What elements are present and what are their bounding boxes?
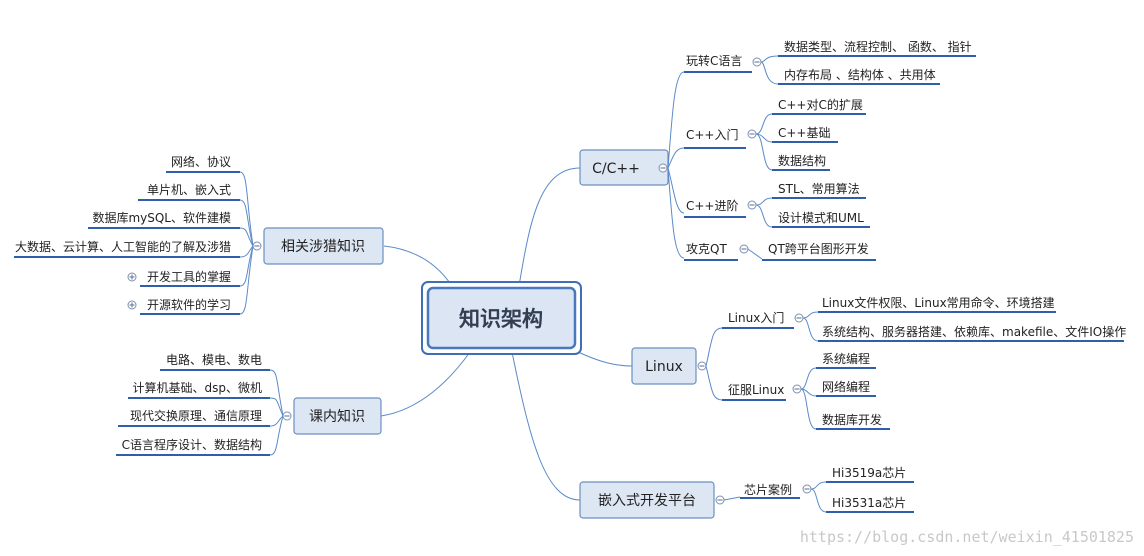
topic-item: Hi3519a芯片 [832, 466, 906, 480]
collapse-icon[interactable] [658, 163, 668, 173]
topic-qt: 攻克QT QT跨平台图形开发 [684, 241, 876, 261]
collapse-icon[interactable] [282, 411, 292, 421]
topic-item: STL、常用算法 [778, 181, 860, 196]
topic-cpp-advanced: C++进阶 STL、常用算法 设计模式和UML [684, 181, 870, 228]
branch-box[interactable] [293, 397, 382, 435]
course-item: C语言程序设计、数据结构 [122, 437, 262, 452]
expand-icon[interactable] [127, 272, 137, 282]
collapse-icon[interactable] [252, 241, 262, 251]
branch-label: 课内知识 [309, 408, 365, 425]
topic-item: 内存布局 、结构体 、共用体 [784, 67, 936, 82]
branch-linux: Linux Linux入门 Linux文件权限、Linux常用命令、环境搭建 系… [631, 295, 1126, 430]
root-connectors [380, 167, 633, 501]
topic-label: C++进阶 [686, 199, 739, 213]
branch-label: Linux [645, 359, 683, 375]
branch-label: 嵌入式开发平台 [598, 493, 696, 509]
expand-icon[interactable] [127, 300, 137, 310]
topic-label: 攻克QT [686, 242, 727, 256]
branch-box[interactable] [263, 227, 384, 265]
branch-course: 课内知识 电路、模电、数电 计算机基础、dsp、微机 现代交换原理、通信原理 C… [116, 352, 382, 456]
related-item: 网络、协议 [171, 154, 231, 169]
topic-item: Hi3531a芯片 [832, 496, 906, 510]
collapse-icon[interactable] [747, 200, 757, 210]
related-item: 开发工具的掌握 [147, 269, 231, 284]
course-item: 电路、模电、数电 [166, 352, 262, 367]
watermark: https://blog.csdn.net/weixin_41501825 [800, 528, 1134, 546]
collapse-icon[interactable] [794, 313, 804, 323]
branch-box[interactable] [579, 481, 715, 519]
topic-item: 数据结构 [778, 153, 826, 168]
root-node[interactable]: 知识架构 [421, 281, 582, 355]
topic-label: 玩转C语言 [686, 53, 742, 68]
collapse-icon[interactable] [802, 484, 812, 494]
related-item: 大数据、云计算、人工智能的了解及涉猎 [15, 239, 231, 254]
branch-label: C/C++ [592, 161, 640, 177]
related-item: 单片机、嵌入式 [147, 183, 231, 197]
course-item: 现代交换原理、通信原理 [130, 408, 262, 423]
collapse-icon[interactable] [792, 384, 802, 394]
topic-label: C++入门 [686, 127, 739, 142]
branch-related: 相关涉猎知识 网络、协议 单片机、嵌入式 数据库mySQL、软件建模 大数据、云… [14, 154, 384, 315]
topic-cpp-intro: C++入门 C++对C的扩展 C++基础 数据结构 [684, 97, 866, 171]
related-item: 开源软件的学习 [147, 297, 231, 312]
related-item: 数据库mySQL、软件建模 [92, 210, 231, 225]
topic-c-language: 玩转C语言 数据类型、流程控制、 函数、 指针 内存布局 、结构体 、共用体 [684, 39, 976, 85]
topic-item: C++基础 [778, 126, 831, 140]
collapse-icon[interactable] [752, 57, 762, 67]
topic-item: 设计模式和UML [778, 211, 864, 225]
topic-label: 芯片案例 [744, 482, 792, 497]
topic-label: 征服Linux [728, 383, 784, 397]
topic-item: 系统结构、服务器搭建、依赖库、makefile、文件IO操作 [822, 324, 1126, 339]
topic-label: Linux入门 [728, 310, 784, 325]
root-label: 知识架构 [459, 307, 543, 331]
topic-item: 网络编程 [822, 379, 870, 394]
topic-item: 数据类型、流程控制、 函数、 指针 [784, 39, 972, 54]
collapse-icon[interactable] [747, 129, 757, 139]
collapse-icon[interactable] [697, 361, 707, 371]
topic-item: 数据库开发 [822, 412, 882, 427]
topic-item: C++对C的扩展 [778, 97, 863, 112]
collapse-icon[interactable] [715, 495, 725, 505]
collapse-icon[interactable] [739, 244, 749, 254]
topic-item: 系统编程 [822, 351, 870, 366]
branch-cpp: C/C++ 玩转C语言 数据类型、流程控制、 函数、 指针 内存布局 、结构体 … [579, 39, 976, 261]
course-item: 计算机基础、dsp、微机 [133, 380, 263, 395]
topic-linux-intro: Linux入门 Linux文件权限、Linux常用命令、环境搭建 系统结构、服务… [722, 295, 1126, 342]
branch-embedded: 嵌入式开发平台 芯片案例 Hi3519a芯片 Hi3531a芯片 [579, 466, 914, 519]
topic-linux-master: 征服Linux 系统编程 网络编程 数据库开发 [722, 351, 890, 430]
topic-item: QT跨平台图形开发 [768, 241, 869, 256]
topic-item: Linux文件权限、Linux常用命令、环境搭建 [822, 295, 1055, 310]
branch-box[interactable] [631, 347, 697, 385]
branch-label: 相关涉猎知识 [281, 238, 365, 255]
topic-chip: 芯片案例 Hi3519a芯片 Hi3531a芯片 [740, 466, 914, 513]
